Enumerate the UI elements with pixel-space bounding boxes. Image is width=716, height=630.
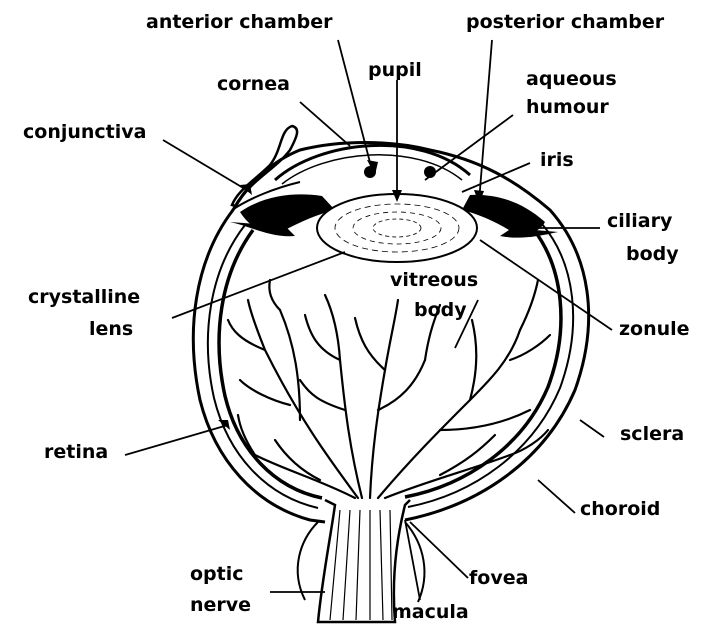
label-crystalline-lens-line2: lens bbox=[89, 317, 133, 342]
optic-nerve-fibers bbox=[330, 510, 392, 620]
leader-aqueous-humour bbox=[425, 115, 513, 180]
label-posterior-chamber: posterior chamber bbox=[466, 10, 664, 35]
label-ciliary-body-line2: body bbox=[626, 242, 679, 267]
leader-posterior-chamber bbox=[479, 40, 492, 202]
sheath-curve bbox=[298, 522, 318, 600]
label-iris: iris bbox=[540, 148, 574, 173]
label-zonule: zonule bbox=[619, 317, 690, 342]
label-choroid: choroid bbox=[580, 497, 660, 522]
label-macula: macula bbox=[392, 600, 469, 625]
label-aqueous-humour-line2: humour bbox=[526, 95, 609, 120]
leader-zonule bbox=[480, 240, 612, 330]
label-cornea: cornea bbox=[217, 72, 290, 97]
label-pupil: pupil bbox=[368, 58, 422, 83]
leader-cornea bbox=[300, 102, 350, 146]
leader-conjunctiva bbox=[163, 140, 250, 192]
label-sclera: sclera bbox=[620, 422, 684, 447]
leader-choroid bbox=[538, 480, 575, 513]
leader-lines bbox=[125, 40, 612, 600]
label-aqueous-humour-line1: aqueous bbox=[526, 67, 617, 92]
leader-retina bbox=[125, 425, 228, 455]
label-crystalline-lens-line1: crystalline bbox=[28, 285, 140, 310]
label-conjunctiva: conjunctiva bbox=[23, 120, 146, 145]
label-retina: retina bbox=[44, 440, 108, 465]
label-anterior-chamber: anterior chamber bbox=[146, 10, 333, 35]
label-vitreous-body-line1: vitreous bbox=[390, 268, 478, 293]
label-ciliary-body-line1: ciliary bbox=[607, 209, 672, 234]
label-vitreous-body-line2: body bbox=[414, 298, 467, 323]
label-fovea: fovea bbox=[469, 566, 528, 591]
label-optic-nerve-line2: nerve bbox=[190, 593, 251, 618]
leader-sclera bbox=[580, 420, 604, 437]
leader-fovea bbox=[410, 522, 468, 578]
label-optic-nerve-line1: optic bbox=[190, 562, 244, 587]
